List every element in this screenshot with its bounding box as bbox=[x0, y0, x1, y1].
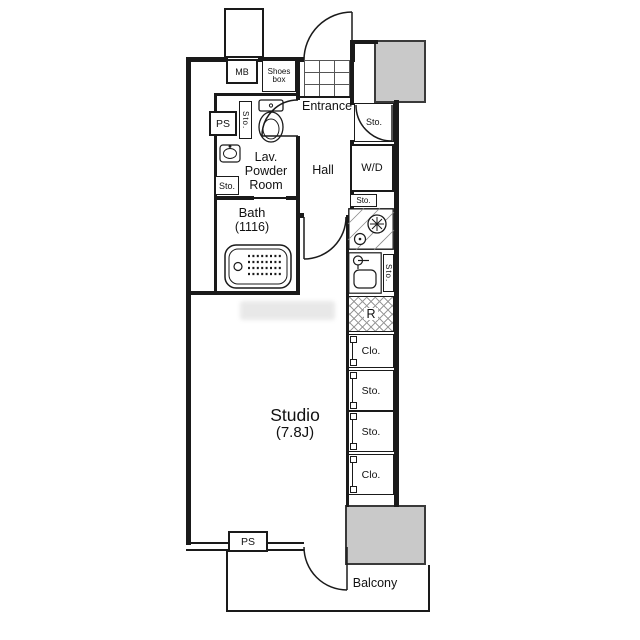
watermark bbox=[240, 301, 335, 320]
closet-door-track bbox=[349, 336, 357, 366]
entrance-storage-door-arc bbox=[355, 104, 393, 142]
closet-door-track bbox=[349, 413, 357, 450]
refrigerator-label: R bbox=[364, 306, 378, 321]
hall-studio-door-arc bbox=[303, 216, 347, 260]
wall-top-right bbox=[350, 40, 378, 44]
wall-bottom-mid-a bbox=[266, 542, 304, 544]
entrance-storage-label: Sto. bbox=[363, 117, 384, 127]
wall-bath-top-right bbox=[286, 196, 300, 200]
balcony-door-arc bbox=[303, 546, 348, 591]
wall-hall-right-upper bbox=[350, 62, 354, 105]
storage-closet-1-label: Sto. bbox=[361, 384, 381, 397]
studio-label: Studio (7.8J) bbox=[245, 401, 345, 447]
stove-icon bbox=[347, 207, 395, 251]
wall-hall-bottom-stub bbox=[296, 213, 304, 218]
closet-lower-label: Clo. bbox=[361, 468, 381, 481]
closet-door-track bbox=[349, 372, 357, 409]
storage-closet-2: Sto. bbox=[348, 411, 394, 452]
wall-bottom-left-b bbox=[186, 549, 230, 551]
washbasin-icon bbox=[219, 144, 241, 163]
storage-shelf-label: Sto. bbox=[356, 196, 371, 205]
lav-door-arc bbox=[261, 99, 299, 137]
storage-strip-kitchen: Sto. bbox=[383, 254, 394, 292]
pipe-space-bottom-label: PS bbox=[240, 535, 255, 548]
balcony-right-line bbox=[428, 565, 430, 612]
balcony-bottom-line bbox=[226, 610, 430, 612]
wall-top-left bbox=[186, 57, 228, 62]
storage-strip-lav: Sto. bbox=[239, 101, 252, 139]
entrance-label: Entrance bbox=[300, 99, 354, 113]
storage-strip-kitchen-label: Sto. bbox=[384, 263, 393, 283]
wall-right bbox=[394, 100, 399, 507]
balcony-label-text: Balcony bbox=[352, 576, 398, 590]
balcony-label: Balcony bbox=[344, 575, 406, 591]
wall-lav-top bbox=[214, 93, 300, 96]
storage-closet-1: Sto. bbox=[348, 370, 394, 411]
hall-label: Hall bbox=[302, 163, 344, 177]
pipe-space-box-bottom: PS bbox=[228, 531, 268, 552]
wall-top-mid bbox=[258, 57, 304, 62]
shoes-box-label-2: box bbox=[272, 75, 286, 84]
wall-bath-top-left bbox=[214, 196, 254, 200]
pipe-duct-block bbox=[224, 8, 264, 58]
wall-studio-top bbox=[186, 291, 300, 295]
studio-label-2: (7.8J) bbox=[275, 424, 315, 442]
bath-label-1: Bath bbox=[238, 204, 266, 220]
bath-label-2: (1116) bbox=[234, 220, 270, 235]
washer-dryer-space: W/D bbox=[350, 144, 394, 192]
storage-strip-lav-label: Sto. bbox=[241, 110, 250, 130]
powder-room-label-3: Room bbox=[249, 178, 283, 192]
closet-lower: Clo. bbox=[348, 454, 394, 495]
meter-box-label: MB bbox=[235, 66, 249, 77]
hall-label-text: Hall bbox=[312, 163, 334, 177]
balcony-left-line bbox=[226, 549, 228, 612]
powder-room-label-2: Powder bbox=[244, 164, 288, 178]
bath-sliding-door-line bbox=[254, 197, 286, 199]
studio-label-1: Studio bbox=[270, 404, 320, 425]
wall-lav-right-upper bbox=[296, 60, 300, 100]
meter-box: MB bbox=[226, 59, 258, 84]
bath-label: Bath (1116) bbox=[220, 204, 284, 236]
entrance-label-text: Entrance bbox=[301, 99, 353, 113]
shoes-box: Shoes box bbox=[262, 60, 296, 92]
storage-small-label: Sto. bbox=[218, 180, 235, 191]
storage-shelf: Sto. bbox=[350, 194, 377, 207]
wall-left bbox=[186, 57, 191, 545]
powder-room-label-1: Lav. bbox=[254, 150, 278, 164]
shaded-column-bottom-right bbox=[345, 505, 426, 565]
powder-room-label: Lav. Powder Room bbox=[236, 148, 296, 194]
shoes-box-label-1: Shoes bbox=[267, 66, 291, 76]
bathtub-icon bbox=[224, 244, 292, 289]
entrance-door-arc bbox=[303, 11, 353, 61]
entrance-step-line bbox=[300, 96, 350, 98]
refrigerator-space: R bbox=[348, 296, 394, 332]
pipe-space-label: PS bbox=[215, 117, 230, 130]
storage-closet-2-label: Sto. bbox=[361, 425, 381, 438]
entrance-tile-floor bbox=[304, 60, 350, 97]
washer-dryer-label: W/D bbox=[361, 162, 383, 174]
kitchen-sink-icon bbox=[348, 252, 382, 294]
closet-door-track bbox=[349, 456, 357, 493]
storage-small-box: Sto. bbox=[215, 176, 239, 195]
wall-bottom-mid-b bbox=[266, 549, 304, 551]
closet-upper-label: Clo. bbox=[361, 345, 381, 357]
pipe-space-box: PS bbox=[209, 111, 237, 136]
wall-bottom-left-a bbox=[186, 542, 230, 544]
closet-upper: Clo. bbox=[348, 334, 394, 368]
wall-kitchen-column bbox=[346, 215, 349, 507]
shaded-column-top-right bbox=[374, 40, 426, 103]
